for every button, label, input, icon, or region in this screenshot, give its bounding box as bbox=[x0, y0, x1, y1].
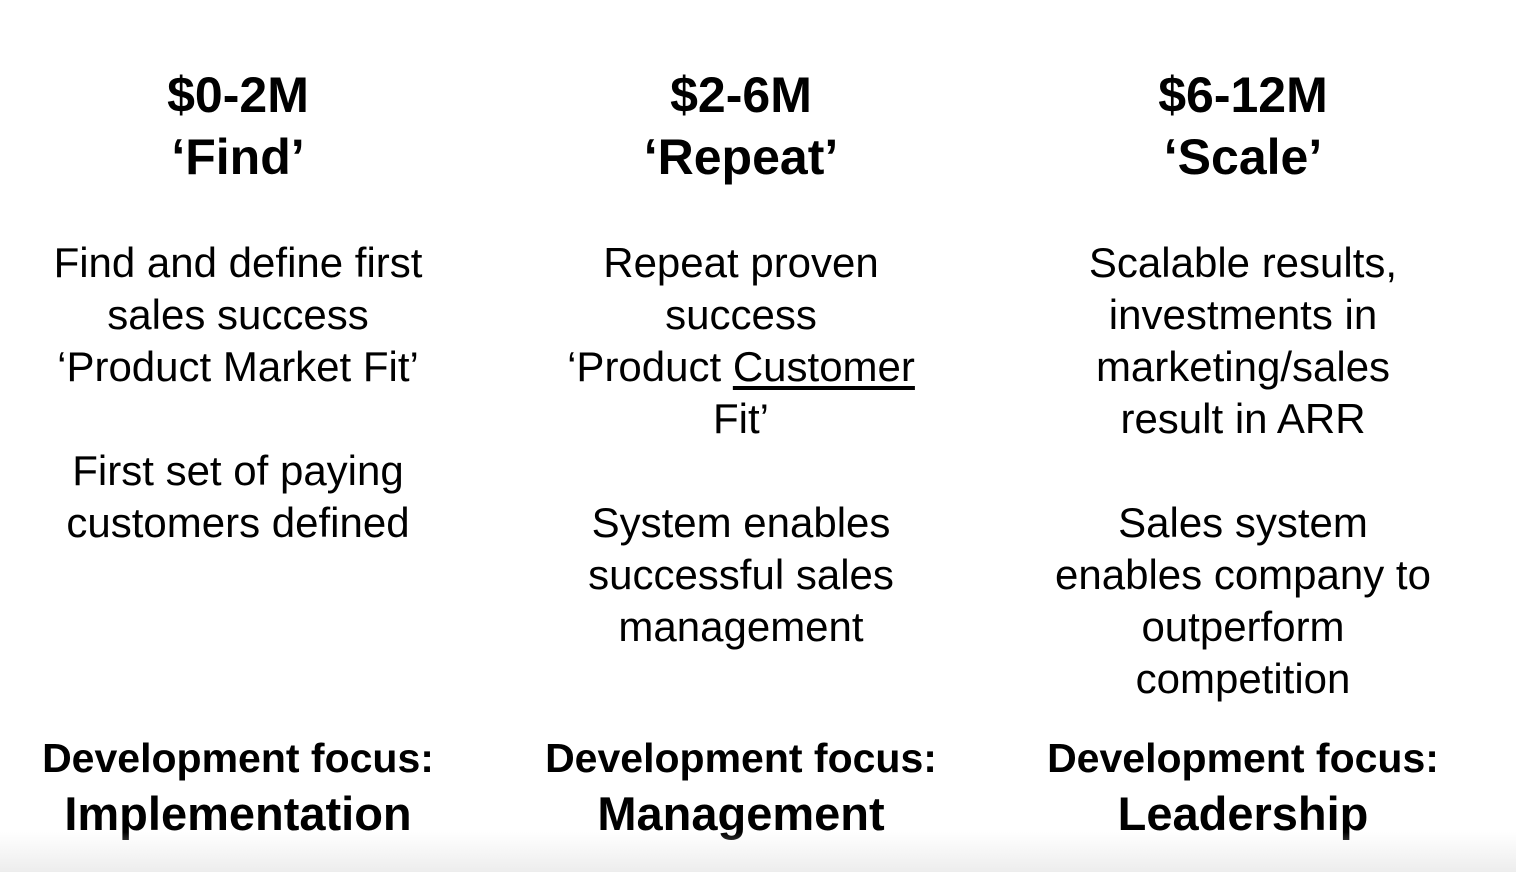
focus-value: Leadership bbox=[1117, 787, 1369, 840]
development-focus: Development focus: Leadership bbox=[1008, 731, 1478, 843]
stage-detail: System enables successful sales manageme… bbox=[506, 497, 976, 653]
description-line: result in ARR bbox=[1120, 395, 1366, 442]
development-focus: Development focus: Management bbox=[506, 731, 976, 843]
description-line: ‘Product Market Fit’ bbox=[57, 343, 419, 390]
paragraph-gap bbox=[506, 445, 976, 497]
detail-line: First set of paying bbox=[72, 447, 404, 494]
underlined-word: Customer bbox=[732, 343, 915, 390]
stage-detail: Sales system enables company to outperfo… bbox=[1008, 497, 1478, 705]
fit-prefix: ‘Product bbox=[567, 343, 733, 390]
paragraph-gap bbox=[1008, 445, 1478, 497]
detail-line: customers defined bbox=[66, 499, 410, 546]
detail-line: System enables bbox=[591, 499, 891, 546]
stage-header: $2-6M ‘Repeat’ bbox=[506, 64, 976, 188]
detail-line: Sales system bbox=[1118, 499, 1368, 546]
detail-line: outperform bbox=[1141, 603, 1345, 650]
detail-line: competition bbox=[1135, 655, 1351, 702]
focus-label: Development focus: bbox=[545, 735, 937, 781]
focus-value: Management bbox=[597, 787, 885, 840]
stage-description: Repeat proven success ‘Product Customer … bbox=[506, 237, 976, 445]
detail-line: enables company to bbox=[1055, 551, 1431, 598]
stage-body: Repeat proven success ‘Product Customer … bbox=[506, 237, 976, 653]
description-line: Scalable results, bbox=[1088, 239, 1398, 286]
stage-name: ‘Find’ bbox=[171, 129, 305, 185]
description-line: ‘Product Customer bbox=[506, 341, 976, 393]
column-find: $0-2M ‘Find’ Find and define first sales… bbox=[3, 0, 473, 872]
stage-detail: First set of paying customers defined bbox=[3, 445, 473, 549]
revenue-range: $6-12M bbox=[1158, 67, 1328, 123]
description-line: Repeat proven bbox=[603, 239, 879, 286]
detail-line: successful sales bbox=[588, 551, 894, 598]
description-line: Fit’ bbox=[713, 395, 769, 442]
focus-value: Implementation bbox=[64, 787, 412, 840]
stage-header: $6-12M ‘Scale’ bbox=[1008, 64, 1478, 188]
stage-description: Scalable results, investments in marketi… bbox=[1008, 237, 1478, 445]
description-line: marketing/sales bbox=[1095, 343, 1391, 390]
stage-header: $0-2M ‘Find’ bbox=[3, 64, 473, 188]
column-scale: $6-12M ‘Scale’ Scalable results, investm… bbox=[1008, 0, 1478, 872]
revenue-range: $2-6M bbox=[670, 67, 812, 123]
stage-name: ‘Repeat’ bbox=[643, 129, 839, 185]
development-focus: Development focus: Implementation bbox=[3, 731, 473, 843]
revenue-range: $0-2M bbox=[167, 67, 309, 123]
column-repeat: $2-6M ‘Repeat’ Repeat proven success ‘Pr… bbox=[506, 0, 976, 872]
stage-body: Find and define first sales success ‘Pro… bbox=[3, 237, 473, 549]
stage-body: Scalable results, investments in marketi… bbox=[1008, 237, 1478, 705]
paragraph-gap bbox=[3, 393, 473, 445]
stage-description: Find and define first sales success ‘Pro… bbox=[3, 237, 473, 393]
focus-label: Development focus: bbox=[1047, 735, 1439, 781]
stage-name: ‘Scale’ bbox=[1163, 129, 1323, 185]
focus-label: Development focus: bbox=[42, 735, 434, 781]
detail-line: management bbox=[618, 603, 864, 650]
description-line: sales success bbox=[107, 291, 369, 338]
description-line: success bbox=[665, 291, 817, 338]
description-line: Find and define first bbox=[53, 239, 423, 286]
description-line: investments in bbox=[1108, 291, 1378, 338]
